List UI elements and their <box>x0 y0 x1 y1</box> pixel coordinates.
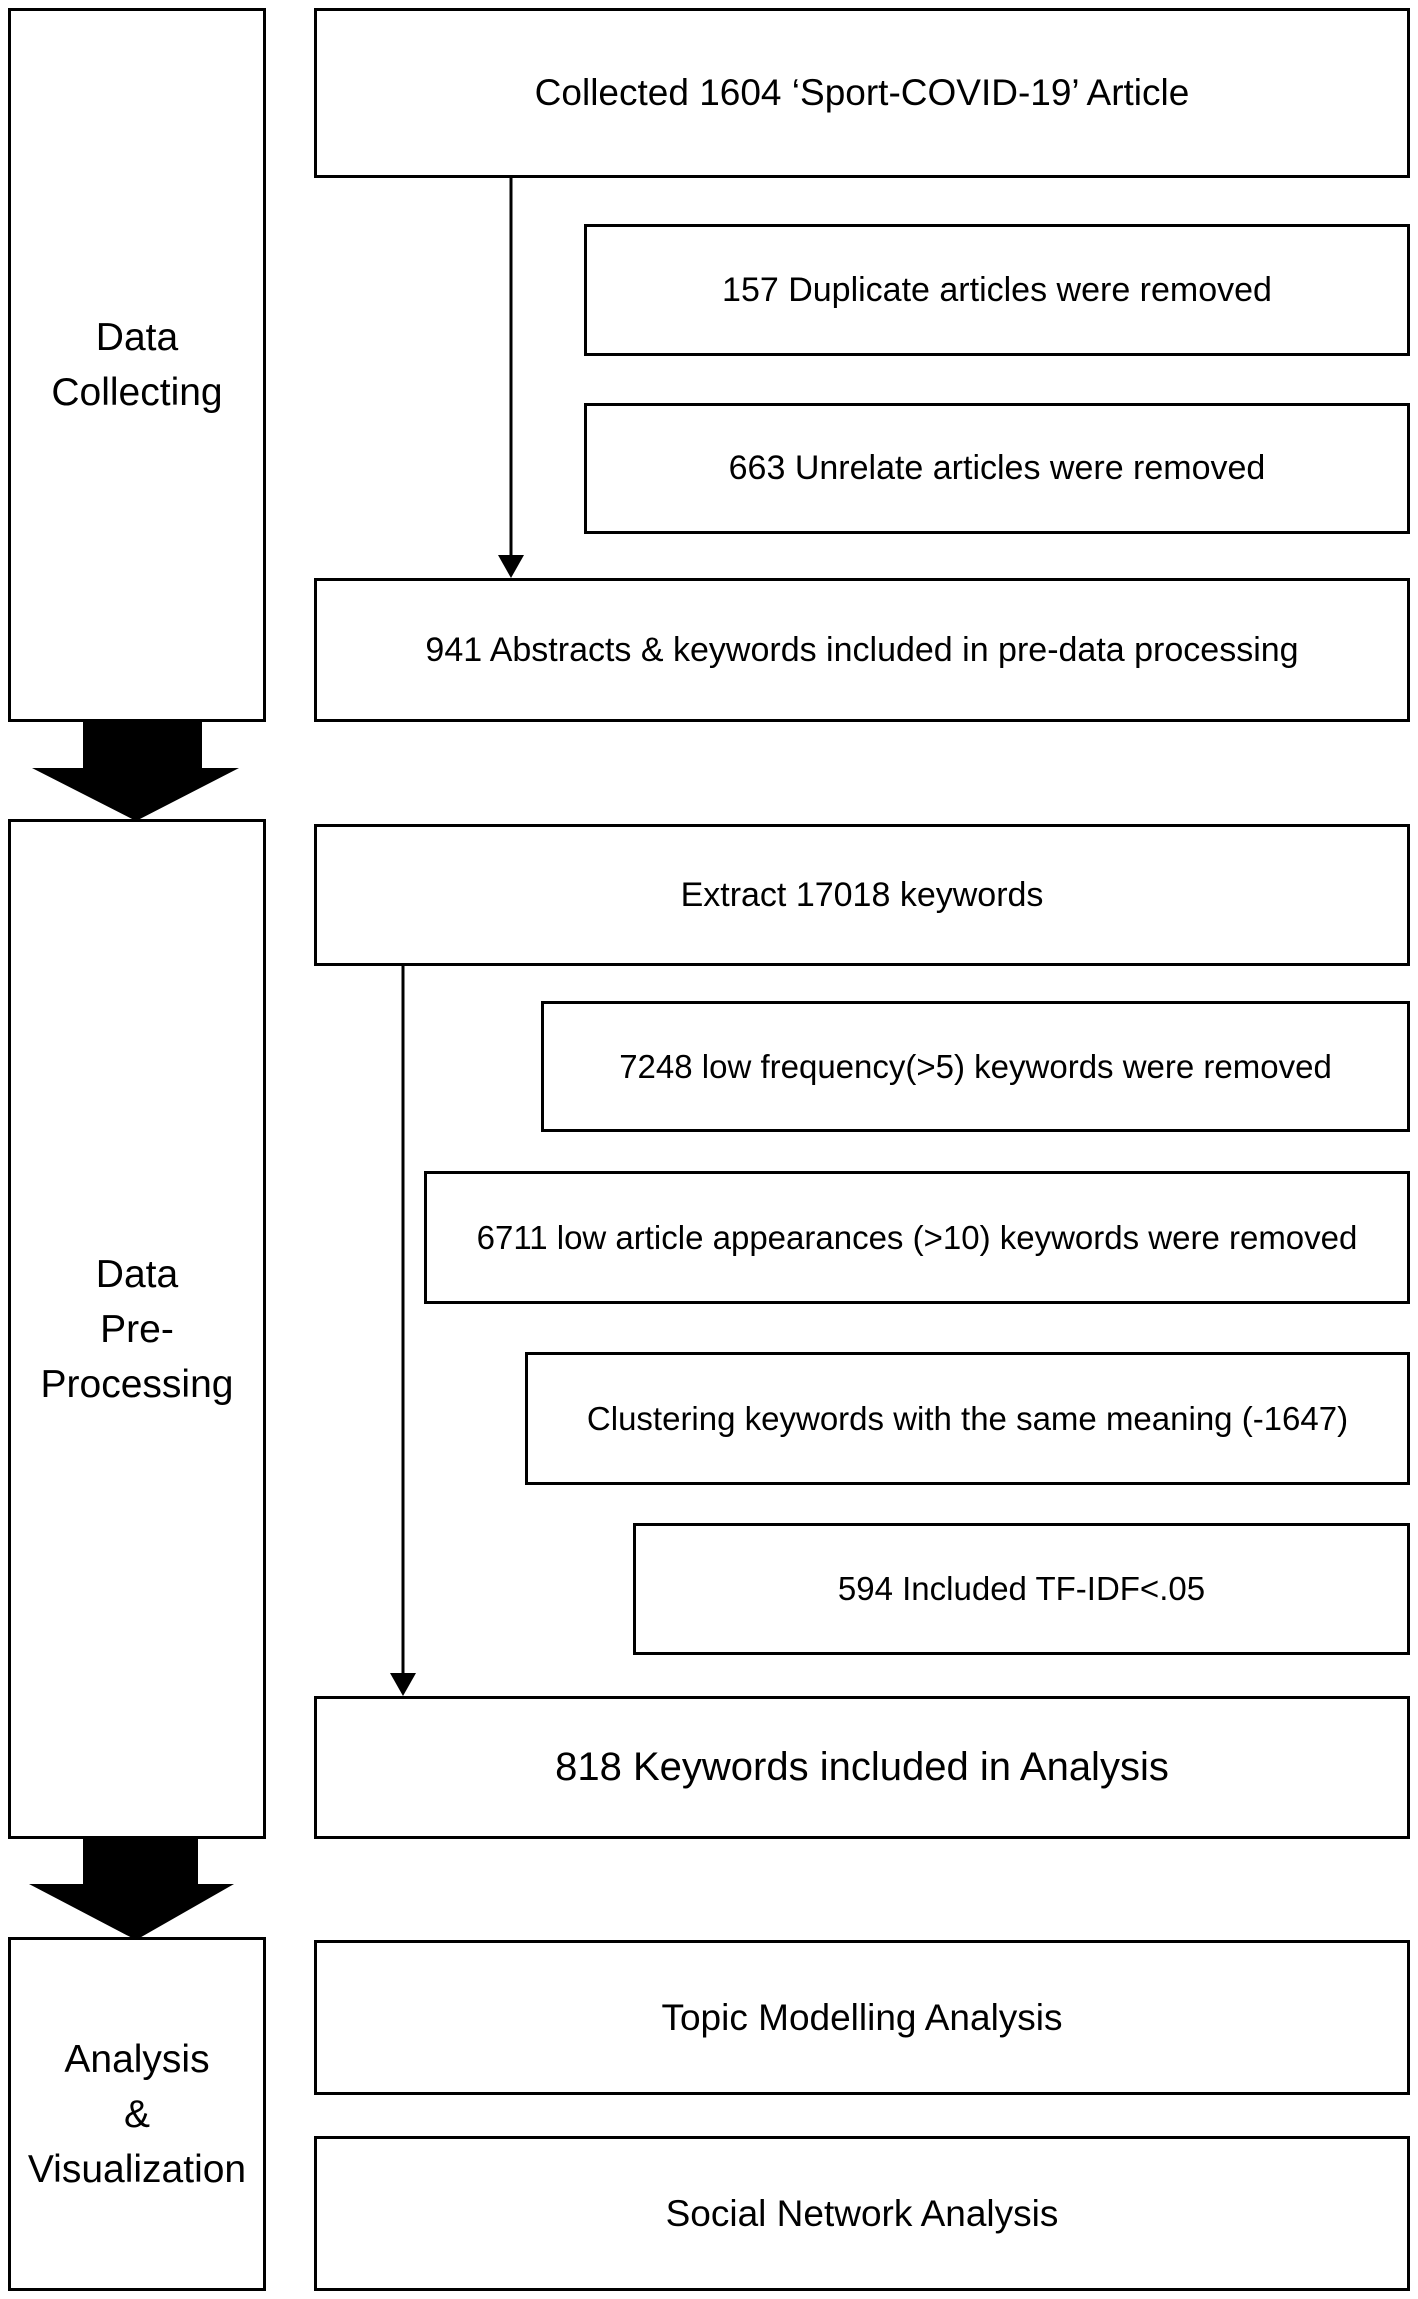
collected-articles-text: Collected 1604 ‘Sport-COVID-19’ Article <box>534 72 1190 113</box>
stage-label-line: Data <box>95 316 179 359</box>
stage-label-line: Processing <box>40 1362 234 1406</box>
stage-label-line: Data <box>95 1252 179 1296</box>
low-frequency-removed-box: 7248 low frequency(>5) keywords were rem… <box>541 1001 1410 1132</box>
stage-data-preprocessing: Data Pre- Processing <box>8 819 266 1839</box>
social-network-box: Social Network Analysis <box>314 2136 1410 2291</box>
unrelated-removed-box: 663 Unrelate articles were removed <box>584 403 1410 534</box>
stage-transition-arrow-1 <box>32 722 239 821</box>
topic-modelling-text: Topic Modelling Analysis <box>661 1996 1063 2038</box>
stage-analysis-visualization: Analysis & Visualization <box>8 1937 266 2291</box>
low-appearance-removed-text: 6711 low article appearances (>10) keywo… <box>476 1218 1358 1256</box>
stage-label-line: Collecting <box>51 371 223 414</box>
stage-label-line: Pre- <box>100 1307 174 1351</box>
collected-articles-box: Collected 1604 ‘Sport-COVID-19’ Article <box>314 8 1410 178</box>
stage-label-line: Visualization <box>27 2147 247 2191</box>
low-frequency-removed-text: 7248 low frequency(>5) keywords were rem… <box>619 1047 1332 1085</box>
clustering-keywords-text: Clustering keywords with the same meanin… <box>586 1399 1349 1437</box>
abstracts-included-box: 941 Abstracts & keywords included in pre… <box>314 578 1410 722</box>
preprocessing-flow-arrowhead <box>390 1673 416 1696</box>
extract-keywords-box: Extract 17018 keywords <box>314 824 1410 966</box>
topic-modelling-box: Topic Modelling Analysis <box>314 1940 1410 2095</box>
keywords-included-box: 818 Keywords included in Analysis <box>314 1696 1410 1839</box>
stage-label-line: Analysis <box>64 2037 210 2081</box>
collecting-flow-arrowhead <box>498 555 524 578</box>
abstracts-included-text: 941 Abstracts & keywords included in pre… <box>425 630 1299 669</box>
extract-keywords-text: Extract 17018 keywords <box>680 875 1044 914</box>
tfidf-included-box: 594 Included TF-IDF<.05 <box>633 1523 1410 1655</box>
social-network-text: Social Network Analysis <box>665 2192 1059 2234</box>
stage-data-collecting: Data Collecting <box>8 8 266 722</box>
duplicate-removed-box: 157 Duplicate articles were removed <box>584 224 1410 356</box>
keywords-included-text: 818 Keywords included in Analysis <box>555 1745 1169 1789</box>
tfidf-included-text: 594 Included TF-IDF<.05 <box>837 1570 1206 1607</box>
stage-transition-arrow-2 <box>29 1839 234 1940</box>
unrelated-removed-text: 663 Unrelate articles were removed <box>728 449 1266 487</box>
duplicate-removed-text: 157 Duplicate articles were removed <box>722 270 1272 309</box>
low-appearance-removed-box: 6711 low article appearances (>10) keywo… <box>424 1171 1410 1304</box>
stage-label-line: & <box>123 2092 150 2136</box>
clustering-keywords-box: Clustering keywords with the same meanin… <box>525 1352 1410 1485</box>
